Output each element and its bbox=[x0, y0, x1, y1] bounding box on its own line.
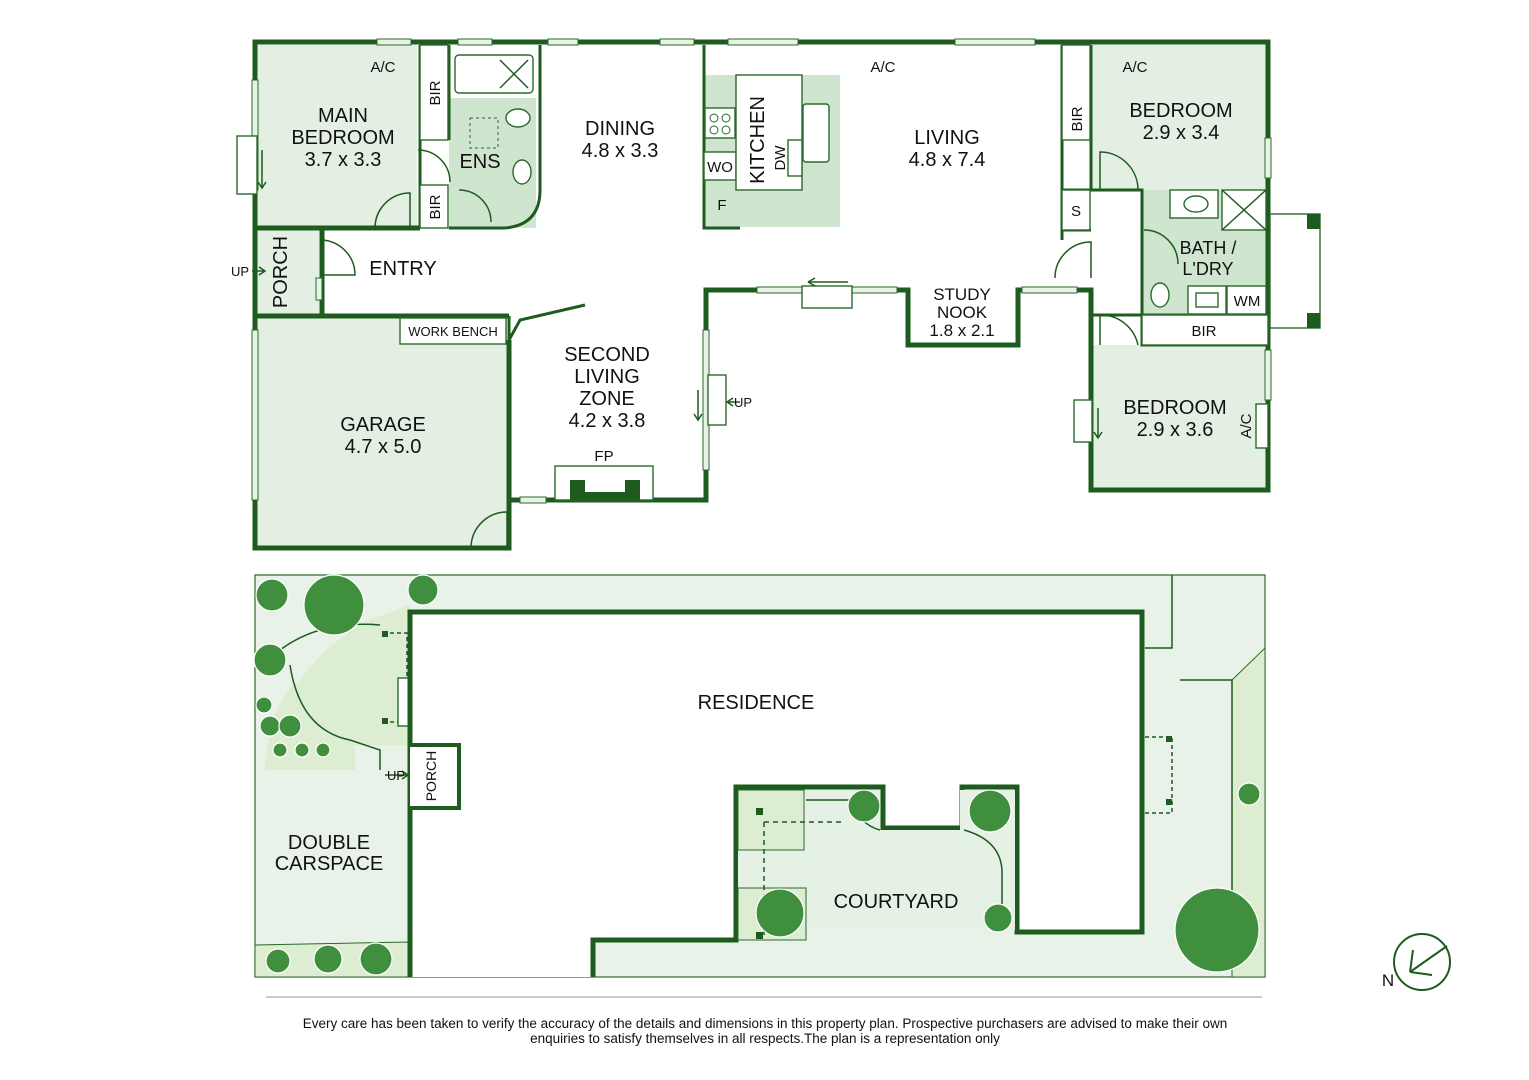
bedroom-3-label: BEDROOM bbox=[1123, 397, 1226, 419]
up-label: UP bbox=[734, 395, 752, 410]
main-bedroom-label-2: BEDROOM bbox=[291, 127, 394, 149]
tree-icon bbox=[253, 643, 287, 677]
garage-label: GARAGE bbox=[340, 414, 426, 436]
north-arrow-icon: N bbox=[1382, 933, 1451, 991]
bir-label: BIR bbox=[427, 80, 444, 105]
study-nook-label: STUDY bbox=[933, 285, 991, 304]
tree-icon bbox=[968, 789, 1012, 833]
kitchen-label: KITCHEN bbox=[747, 96, 769, 184]
tree-icon bbox=[294, 742, 310, 758]
dining-size: 4.8 x 3.3 bbox=[582, 140, 659, 162]
entry-label: ENTRY bbox=[369, 258, 436, 280]
second-living-label: SECOND bbox=[564, 344, 650, 366]
tree-icon bbox=[265, 948, 291, 974]
disclaimer-line-1: Every care has been taken to verify the … bbox=[302, 1016, 1228, 1031]
living-label: LIVING bbox=[914, 127, 980, 149]
bir-label: BIR bbox=[1069, 106, 1086, 131]
garage-size: 4.7 x 5.0 bbox=[345, 436, 422, 458]
bath-laundry-label-2: L'DRY bbox=[1182, 259, 1233, 279]
tree-icon bbox=[755, 888, 805, 938]
wall-oven-label: WO bbox=[707, 159, 733, 176]
disclaimer: Every care has been taken to verify the … bbox=[230, 1016, 1300, 1046]
bir-label: BIR bbox=[427, 194, 444, 219]
second-living-size: 4.2 x 3.8 bbox=[569, 410, 646, 432]
tree-icon bbox=[359, 942, 393, 976]
site-porch-label: PORCH bbox=[423, 751, 439, 802]
ac-label: A/C bbox=[870, 59, 895, 76]
carspace-label-2: CARSPACE bbox=[275, 853, 384, 875]
ac-label: A/C bbox=[1238, 413, 1255, 438]
tree-icon bbox=[1237, 782, 1261, 806]
bath-laundry-label: BATH / bbox=[1180, 238, 1237, 258]
storage-label: S bbox=[1071, 203, 1081, 220]
tree-icon bbox=[1174, 887, 1260, 973]
tree-icon bbox=[847, 789, 881, 823]
tree-icons bbox=[253, 574, 1261, 976]
courtyard-label: COURTYARD bbox=[834, 891, 959, 913]
bir-label: BIR bbox=[1191, 323, 1216, 340]
second-living-label-3: ZONE bbox=[579, 388, 635, 410]
up-label: UP bbox=[231, 264, 249, 279]
bedroom-2-label: BEDROOM bbox=[1129, 100, 1232, 122]
main-bedroom-size: 3.7 x 3.3 bbox=[305, 149, 382, 171]
dining-label: DINING bbox=[585, 118, 655, 140]
bedroom-3-size: 2.9 x 3.6 bbox=[1137, 419, 1214, 441]
north-label: N bbox=[1382, 971, 1394, 990]
tree-icon bbox=[259, 715, 281, 737]
ensuite-label: ENS bbox=[459, 151, 500, 173]
tree-icon bbox=[278, 714, 302, 738]
doors bbox=[319, 149, 1179, 549]
site-up-label: UP bbox=[387, 768, 405, 783]
tree-icon bbox=[983, 903, 1013, 933]
study-nook-size: 1.8 x 2.1 bbox=[929, 321, 994, 340]
tree-icon bbox=[407, 574, 439, 606]
study-nook-label-2: NOOK bbox=[937, 303, 988, 322]
work-bench-label: WORK BENCH bbox=[408, 324, 498, 339]
living-size: 4.8 x 7.4 bbox=[909, 149, 986, 171]
fireplace-label: FP bbox=[594, 448, 613, 465]
tree-icon bbox=[303, 574, 365, 636]
disclaimer-line-2: enquiries to satisfy themselves in all r… bbox=[530, 1031, 1000, 1046]
tree-icon bbox=[315, 742, 331, 758]
tree-icon bbox=[272, 742, 288, 758]
tree-icon bbox=[255, 578, 289, 612]
tree-icon bbox=[255, 696, 273, 714]
main-bedroom-label: MAIN bbox=[318, 105, 368, 127]
residence-label: RESIDENCE bbox=[698, 692, 815, 714]
room-labels: MAIN BEDROOM 3.7 x 3.3 DINING 4.8 x 3.3 … bbox=[270, 96, 1236, 458]
tree-icon bbox=[313, 944, 343, 974]
dishwasher-label: DW bbox=[772, 145, 789, 171]
bedroom-2-size: 2.9 x 3.4 bbox=[1143, 122, 1220, 144]
ac-label: A/C bbox=[1122, 59, 1147, 76]
fixtures bbox=[236, 44, 1321, 501]
ac-label: A/C bbox=[370, 59, 395, 76]
carspace-label: DOUBLE bbox=[288, 832, 370, 854]
porch-label: PORCH bbox=[270, 236, 292, 308]
fixture-labels: A/C A/C A/C A/C BIR BIR BIR BIR WO DW F … bbox=[231, 59, 1260, 465]
washing-machine-label: WM bbox=[1234, 293, 1261, 310]
site-labels: RESIDENCE PORCH UP DOUBLE CARSPACE COURT… bbox=[275, 692, 959, 913]
second-living-label-2: LIVING bbox=[574, 366, 640, 388]
fridge-label: F bbox=[717, 197, 726, 214]
